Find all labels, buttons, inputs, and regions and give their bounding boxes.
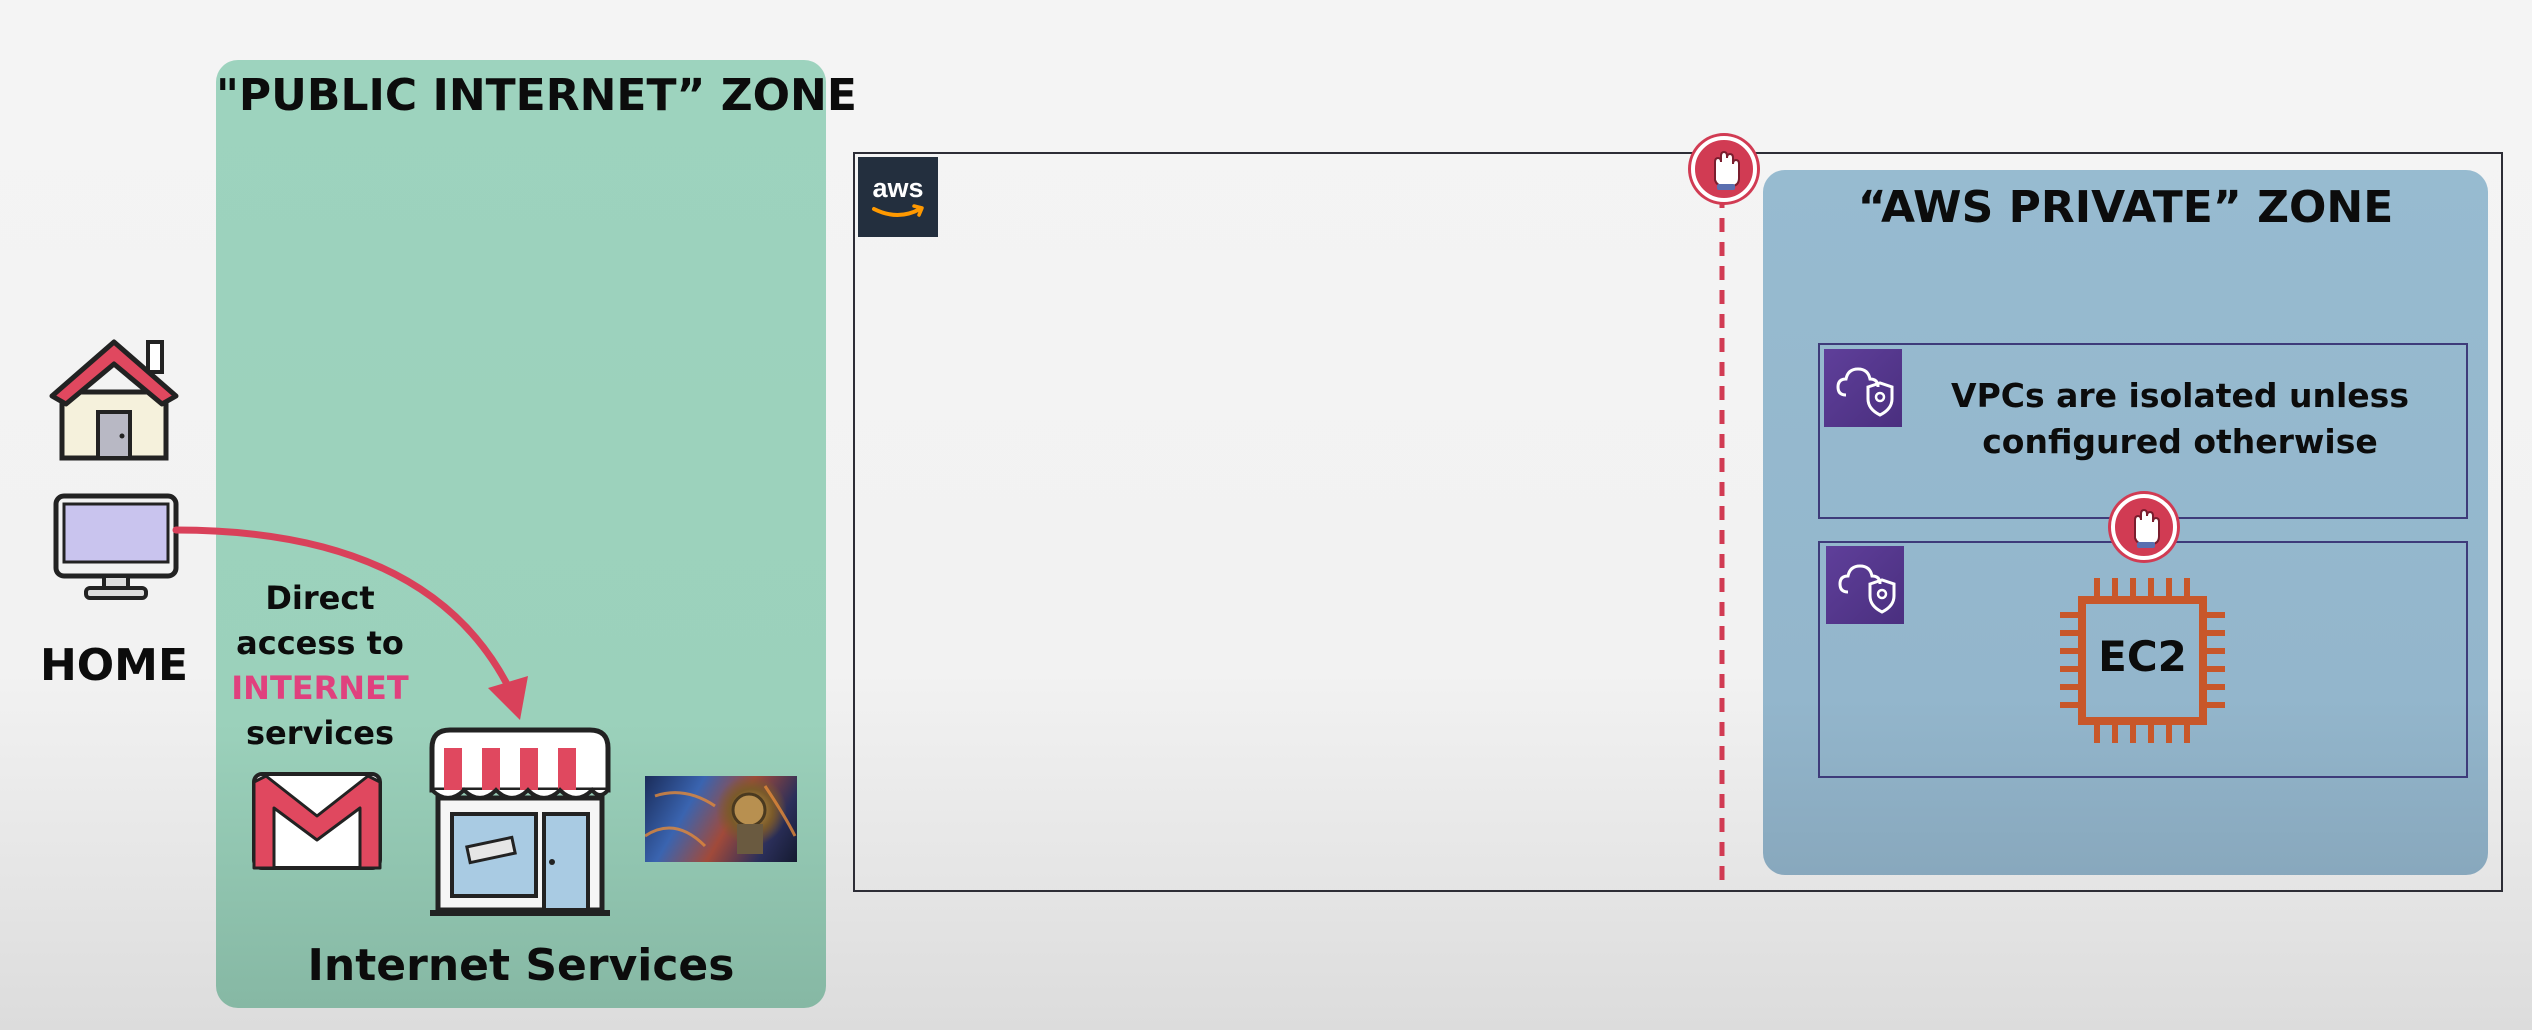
ec2-label: EC2 <box>2098 632 2187 681</box>
storefront-icon <box>429 727 611 916</box>
computer-icon <box>53 493 179 600</box>
vpc-icon <box>1824 349 1902 427</box>
aws-logo-text: aws <box>872 173 924 203</box>
direct-access-line1: Direct <box>265 579 375 617</box>
internet-services-label: Internet Services <box>307 940 735 991</box>
block-hand-icon <box>2111 494 2177 560</box>
direct-access-line3: INTERNET <box>231 669 409 707</box>
private-zone-title: “AWS PRIVATE” ZONE <box>1857 182 2394 233</box>
block-hand-icon <box>1691 136 1757 202</box>
vpc-icon <box>1826 546 1904 624</box>
direct-access-line4: services <box>245 714 395 752</box>
public-zone-title: "PUBLIC INTERNET” ZONE <box>216 70 857 121</box>
isolation-boundary-line <box>1719 170 1725 890</box>
direct-access-label: Direct access to INTERNET services <box>220 576 420 756</box>
house-icon <box>49 339 179 461</box>
direct-access-arrow <box>172 526 528 720</box>
ec2-chip-icon <box>2060 578 2225 743</box>
aws-logo: aws <box>858 157 938 237</box>
direct-access-line2: access to <box>236 624 404 662</box>
home-label: HOME <box>39 640 189 691</box>
gmail-icon <box>252 772 382 870</box>
game-thumbnail <box>645 776 797 862</box>
vpc-note-line1: VPCs are isolated unless <box>1951 376 2409 415</box>
vpc-note-line2: configured otherwise <box>1982 422 2378 461</box>
vpc-isolation-note: VPCs are isolated unless configured othe… <box>1900 373 2460 465</box>
aws-cloud-frame <box>853 152 2503 892</box>
